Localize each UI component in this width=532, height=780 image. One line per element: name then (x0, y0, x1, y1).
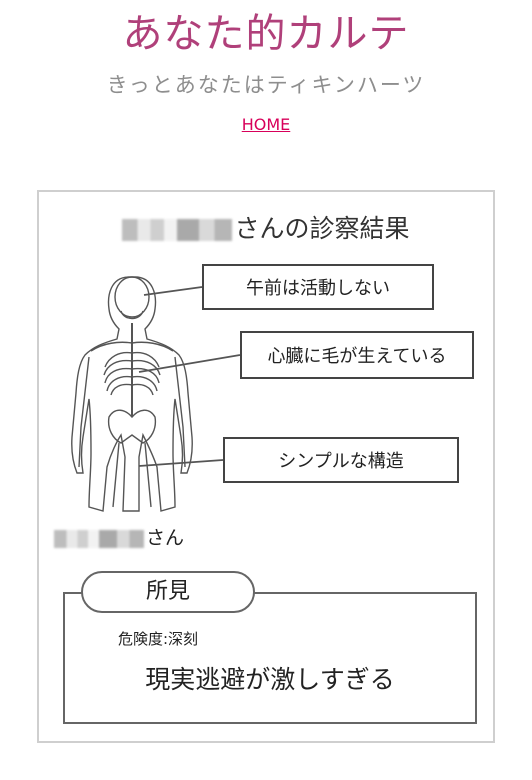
redacted-name-caption (54, 529, 144, 548)
page-title: あなた的カルテ (122, 11, 410, 57)
callout-morning: 午前は活動しない (202, 264, 434, 310)
person-caption: さん (54, 525, 184, 551)
result-heading: さんの診察結果 (39, 212, 493, 246)
risk-level: 危険度:深刻 (118, 630, 199, 648)
findings-label: 所見 (81, 571, 255, 613)
verdict: 現実逃避が激しすぎる (145, 665, 395, 694)
result-heading-suffix: さんの診察結果 (234, 214, 410, 243)
skeleton-illustration (71, 276, 193, 512)
callout-structure: シンプルな構造 (223, 437, 459, 483)
person-suffix: さん (146, 527, 185, 549)
findings-box: 所見 危険度:深刻 現実逃避が激しすぎる (63, 571, 477, 724)
redacted-name (122, 219, 233, 241)
page-subtitle: きっとあなたはティキンハーツ (106, 73, 426, 97)
callout-heart: 心臓に毛が生えている (240, 331, 474, 379)
home-link[interactable]: HOME (241, 115, 291, 134)
diagnosis-card: さんの診察結果 (37, 190, 495, 743)
